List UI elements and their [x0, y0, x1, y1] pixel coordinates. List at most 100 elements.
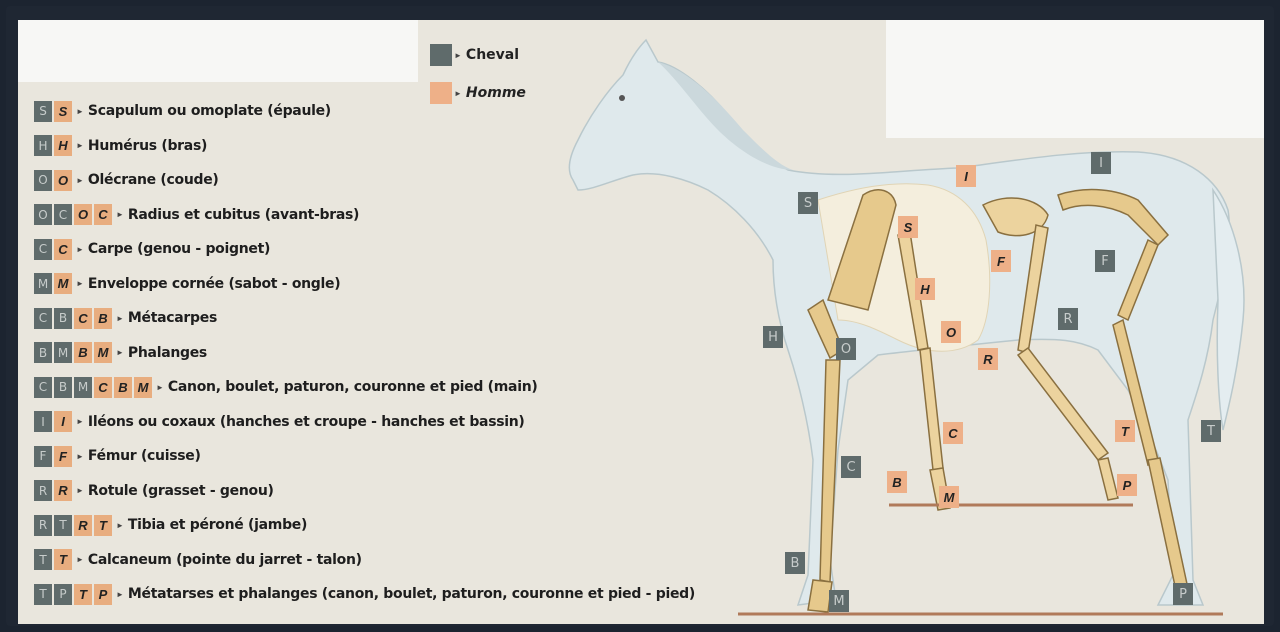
horse-code-box: B — [54, 377, 72, 398]
horse-code-box: T — [34, 584, 52, 605]
horse-bone-label: F — [1095, 250, 1115, 272]
human-code-box: I — [54, 411, 72, 432]
horse-code-box: M — [54, 342, 72, 363]
horse-code-box: C — [34, 308, 52, 329]
human-code-box: S — [54, 101, 72, 122]
bone-list-item: CC►Carpe (genou - poignet) — [34, 238, 270, 260]
human-code-box: M — [94, 342, 112, 363]
arrow-icon: ► — [116, 521, 124, 530]
human-code-box: M — [134, 377, 152, 398]
arrow-icon: ► — [116, 314, 124, 323]
legend-human: ► Homme — [430, 82, 526, 104]
bone-description: Canon, boulet, paturon, couronne et pied… — [168, 379, 538, 395]
horse-bone-label: H — [763, 326, 783, 348]
human-code-box: H — [54, 135, 72, 156]
bone-description: Calcaneum (pointe du jarret - talon) — [88, 552, 362, 568]
horse-code-box: R — [34, 480, 52, 501]
arrow-icon: ► — [116, 590, 124, 599]
bone-list-item: CBMCBM►Canon, boulet, paturon, couronne … — [34, 376, 537, 398]
human-code-box: C — [74, 308, 92, 329]
horse-code-box: C — [54, 204, 72, 225]
arrow-icon: ► — [76, 452, 84, 461]
human-code-box: F — [54, 446, 72, 467]
human-bone-label: P — [1117, 474, 1137, 496]
arrow-icon: ► — [76, 107, 84, 116]
horse-code-box: M — [34, 273, 52, 294]
arrow-icon: ► — [76, 417, 84, 426]
horse-code-box: B — [34, 342, 52, 363]
human-code-box: P — [94, 584, 112, 605]
arrow-icon: ► — [76, 279, 84, 288]
human-bone-label: T — [1115, 420, 1135, 442]
horse-code-box: R — [34, 515, 52, 536]
human-bone-label: O — [941, 321, 961, 343]
horse-code-box: S — [34, 101, 52, 122]
legend-human-swatch — [430, 82, 452, 104]
bone-description: Rotule (grasset - genou) — [88, 483, 274, 499]
arrow-icon: ► — [116, 210, 124, 219]
horse-bone-label: P — [1173, 583, 1193, 605]
horse-code-box: T — [34, 549, 52, 570]
arrow-icon: ► — [116, 348, 124, 357]
bone-description: Métacarpes — [128, 310, 217, 326]
arrow-icon: ► — [156, 383, 164, 392]
bone-description: Phalanges — [128, 345, 207, 361]
horse-bone-label: S — [798, 192, 818, 214]
bone-description: Humérus (bras) — [88, 138, 207, 154]
legend-horse-swatch — [430, 44, 452, 66]
bone-list-item: HH►Humérus (bras) — [34, 135, 207, 157]
horse-code-box: P — [54, 584, 72, 605]
bone-description: Enveloppe cornée (sabot - ongle) — [88, 276, 340, 292]
human-bone-label: S — [898, 216, 918, 238]
bone-description: Olécrane (coude) — [88, 172, 219, 188]
human-code-box: C — [54, 239, 72, 260]
horse-bone-label: T — [1201, 420, 1221, 442]
horse-code-box: O — [34, 204, 52, 225]
horse-code-box: H — [34, 135, 52, 156]
human-bone-label: R — [978, 348, 998, 370]
human-code-box: B — [74, 342, 92, 363]
arrow-icon: ► — [454, 51, 462, 60]
horse-code-box: F — [34, 446, 52, 467]
legend-horse: ► Cheval — [430, 44, 519, 66]
bone-description: Carpe (genou - poignet) — [88, 241, 270, 257]
arrow-icon: ► — [454, 89, 462, 98]
human-code-box: R — [74, 515, 92, 536]
horse-bone-label: R — [1058, 308, 1078, 330]
horse-code-box: B — [54, 308, 72, 329]
human-code-box: C — [94, 377, 112, 398]
bone-description: Tibia et péroné (jambe) — [128, 517, 307, 533]
human-bone-label: H — [915, 278, 935, 300]
horse-bone-label: C — [841, 456, 861, 478]
horse-bone-label: I — [1091, 152, 1111, 174]
human-code-box: R — [54, 480, 72, 501]
human-bone-label: F — [991, 250, 1011, 272]
human-code-box: O — [74, 204, 92, 225]
human-code-box: M — [54, 273, 72, 294]
bone-description: Iléons ou coxaux (hanches et croupe - ha… — [88, 414, 525, 430]
horse-code-box: O — [34, 170, 52, 191]
horse-code-box: T — [54, 515, 72, 536]
horse-code-box: I — [34, 411, 52, 432]
human-code-box: B — [94, 308, 112, 329]
bone-description: Scapulum ou omoplate (épaule) — [88, 103, 331, 119]
human-code-box: O — [54, 170, 72, 191]
horse-bone-label: B — [785, 552, 805, 574]
bone-description: Métatarses et phalanges (canon, boulet, … — [128, 586, 695, 602]
human-code-box: T — [94, 515, 112, 536]
human-bone-label: C — [943, 422, 963, 444]
human-code-box: C — [94, 204, 112, 225]
horse-bone-label: M — [829, 590, 849, 612]
horse-code-box: C — [34, 377, 52, 398]
